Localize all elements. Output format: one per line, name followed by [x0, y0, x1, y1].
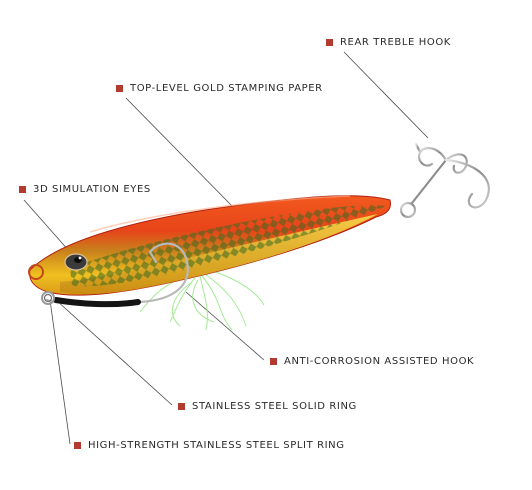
callout-label: HIGH-STRENGTH STAINLESS STEEL SPLIT RING [88, 440, 345, 451]
callout-marker [270, 358, 277, 365]
callout-label: STAINLESS STEEL SOLID RING [192, 401, 357, 412]
fiber-teaser [139, 269, 265, 331]
solid-ring [28, 264, 44, 280]
callout-rear-treble-hook: REAR TREBLE HOOK [326, 37, 451, 48]
rear-treble-hook [399, 142, 490, 219]
callout-marker [74, 442, 81, 449]
hook-binding [53, 297, 141, 308]
leader-line-eyes [23, 199, 71, 253]
callout-solid-ring: STAINLESS STEEL SOLID RING [178, 401, 357, 412]
callout-marker [326, 39, 333, 46]
callout-gold-stamping-paper: TOP-LEVEL GOLD STAMPING PAPER [116, 83, 323, 94]
split-ring [41, 291, 55, 305]
leader-line-assisted-hook [185, 291, 265, 361]
callout-assisted-hook: ANTI-CORROSION ASSISTED HOOK [270, 356, 474, 367]
callout-label: TOP-LEVEL GOLD STAMPING PAPER [130, 83, 323, 94]
callout-label: 3D SIMULATION EYES [33, 184, 151, 195]
callout-label: REAR TREBLE HOOK [340, 37, 451, 48]
callout-marker [19, 186, 26, 193]
callout-marker [178, 403, 185, 410]
callout-label: ANTI-CORROSION ASSISTED HOOK [284, 356, 475, 367]
lure-body [29, 195, 391, 296]
callout-split-ring: HIGH-STRENGTH STAINLESS STEEL SPLIT RING [74, 440, 345, 451]
front-rings [28, 264, 55, 305]
callout-simulation-eyes: 3D SIMULATION EYES [19, 184, 151, 195]
leader-lines [23, 51, 429, 445]
leader-line-split-ring [49, 299, 71, 445]
leader-line-solid-ring [55, 299, 173, 406]
leader-line-gold-paper [125, 97, 233, 207]
leader-line-rear-hook [343, 51, 429, 139]
callout-marker [116, 85, 123, 92]
